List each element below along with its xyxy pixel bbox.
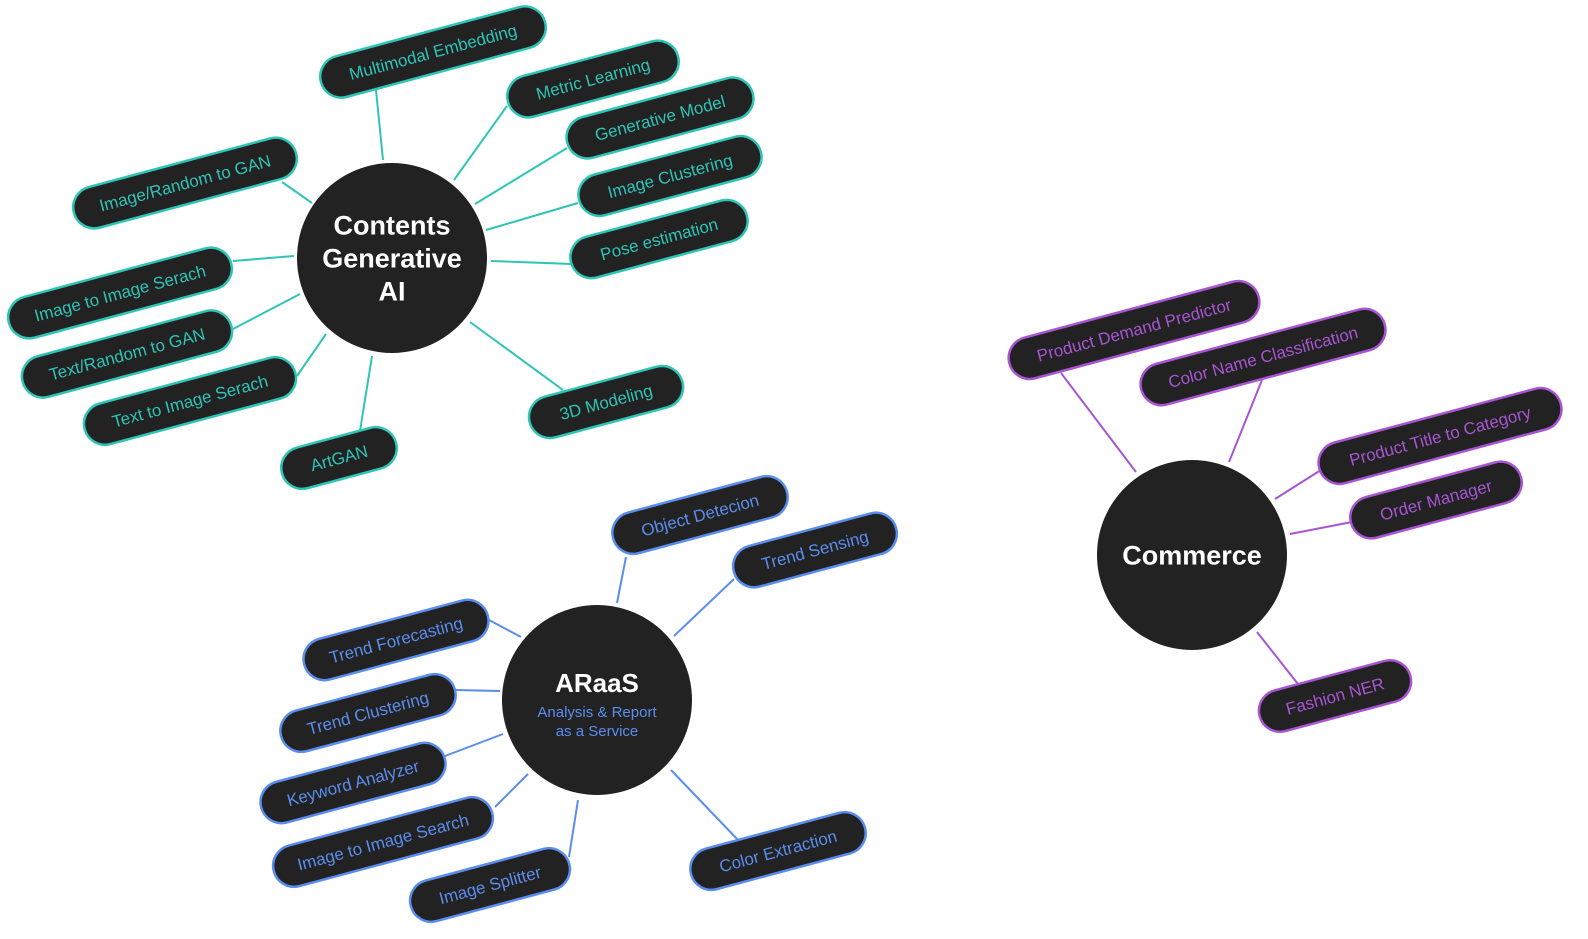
hub-title: Commerce [1122, 541, 1262, 571]
connector-line [670, 769, 739, 841]
node-pill-shape [577, 134, 763, 218]
connector-line [375, 89, 384, 161]
hub-title: Contents [334, 211, 451, 241]
node-pill-shape [506, 39, 680, 119]
connector-line [1274, 469, 1322, 500]
connector-line [1256, 631, 1299, 685]
hub-circle [1097, 460, 1287, 650]
connector-line [474, 147, 568, 205]
node-pill[interactable]: Image/Random to GAN [68, 133, 301, 233]
hub-subtitle: Analysis & Report [537, 704, 657, 721]
hub-subtitle: as a Service [556, 723, 639, 740]
connector-line [1060, 372, 1137, 473]
node-pill[interactable]: Trend Forecasting [299, 595, 493, 685]
node-pill-shape [259, 741, 447, 825]
connector-line [488, 619, 522, 638]
node-pill-shape [689, 810, 867, 892]
node-pill-shape [280, 425, 398, 491]
connector-line [453, 105, 508, 181]
node-pill-shape [20, 309, 234, 399]
node-pill-shape [731, 511, 899, 589]
connector-line [616, 556, 627, 604]
node-pill[interactable]: Color Extraction [686, 807, 871, 894]
node-pill-shape [1257, 658, 1413, 734]
hub-title: AI [379, 277, 406, 307]
connector-line [485, 202, 579, 231]
connector-line [1289, 521, 1353, 535]
hub-title: ARaaS [555, 668, 639, 698]
hub-title: Generative [322, 244, 462, 274]
node-pill-shape [569, 198, 749, 280]
node-pill-shape [1317, 386, 1563, 486]
connector-line [296, 333, 327, 377]
hub-circle [297, 163, 487, 353]
connector-line [454, 689, 501, 692]
node-pill-shape [527, 364, 685, 440]
node-pill-shape [6, 246, 234, 340]
node-pill-shape [1349, 460, 1523, 540]
node-pill[interactable]: Metric Learning [503, 36, 684, 122]
node-pill-shape [279, 672, 457, 754]
node-pill-shape [71, 136, 299, 230]
connector-line [444, 733, 504, 757]
node-pill-shape [318, 5, 548, 99]
node-pill-shape [611, 474, 789, 556]
connector-line [1228, 379, 1263, 463]
node-pill-shape [302, 598, 490, 682]
node-pill[interactable]: Fashion NER [1254, 656, 1416, 737]
node-pill-shape [271, 795, 495, 889]
connector-line [232, 293, 301, 330]
node-pill[interactable]: Product Title to Category [1314, 383, 1566, 488]
connector-line [494, 773, 529, 808]
connector-line [673, 578, 735, 637]
node-pill[interactable]: ArtGAN [277, 422, 402, 493]
connector-line [568, 799, 579, 858]
hub-circle [502, 605, 692, 795]
connector-line [232, 255, 295, 262]
node-pill-shape [565, 76, 755, 160]
node-pill[interactable]: 3D Modeling [524, 361, 687, 442]
hub-araas[interactable]: ARaaS Analysis & Report as a Service [502, 605, 692, 795]
node-pill-shape [1007, 279, 1261, 381]
node-pill[interactable]: Image Splitter [405, 843, 574, 926]
connector-line [359, 355, 373, 432]
edges-layer [232, 89, 1353, 858]
connector-line [490, 260, 573, 265]
node-pill-shape [82, 355, 298, 447]
node-pill-shape [1139, 307, 1387, 407]
connector-line [469, 321, 564, 391]
connector-line [281, 181, 313, 204]
node-pill-shape [408, 846, 572, 924]
hub-commerce[interactable]: Commerce [1097, 460, 1287, 650]
